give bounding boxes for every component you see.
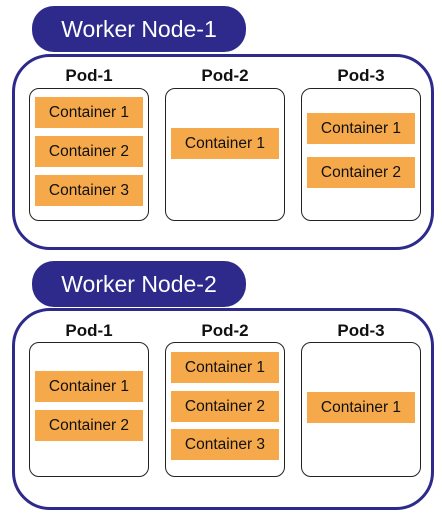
node2-pod1-label: Pod-1 (65, 321, 113, 340)
node1-pod3-container-1: Container 1 (307, 113, 415, 144)
node2-pod1-box (29, 342, 149, 477)
node1-pod3-label: Pod-3 (337, 66, 385, 85)
worker-node-1-title: Worker Node-1 (32, 6, 246, 52)
node2-pod2-label: Pod-2 (201, 321, 249, 340)
node2-pod1-container-2: Container 2 (35, 410, 143, 441)
node1-pod1-container-3: Container 3 (35, 175, 143, 206)
worker-node-2-title: Worker Node-2 (32, 261, 246, 307)
node2-pod1-container-1: Container 1 (35, 371, 143, 402)
node2-pod3-label: Pod-3 (337, 321, 385, 340)
node1-pod3-box (301, 88, 421, 221)
node2-pod2-container-3: Container 3 (171, 429, 279, 460)
node1-pod1-container-2: Container 2 (35, 136, 143, 167)
node1-pod1-container-1: Container 1 (35, 97, 143, 128)
node1-pod2-label: Pod-2 (201, 66, 249, 85)
node2-pod2-container-1: Container 1 (171, 352, 279, 383)
node2-pod2-container-2: Container 2 (171, 391, 279, 422)
node1-pod2-container-1: Container 1 (171, 128, 279, 159)
node1-pod3-container-2: Container 2 (307, 157, 415, 188)
node2-pod3-container-1: Container 1 (307, 392, 415, 423)
node1-pod1-label: Pod-1 (65, 66, 113, 85)
